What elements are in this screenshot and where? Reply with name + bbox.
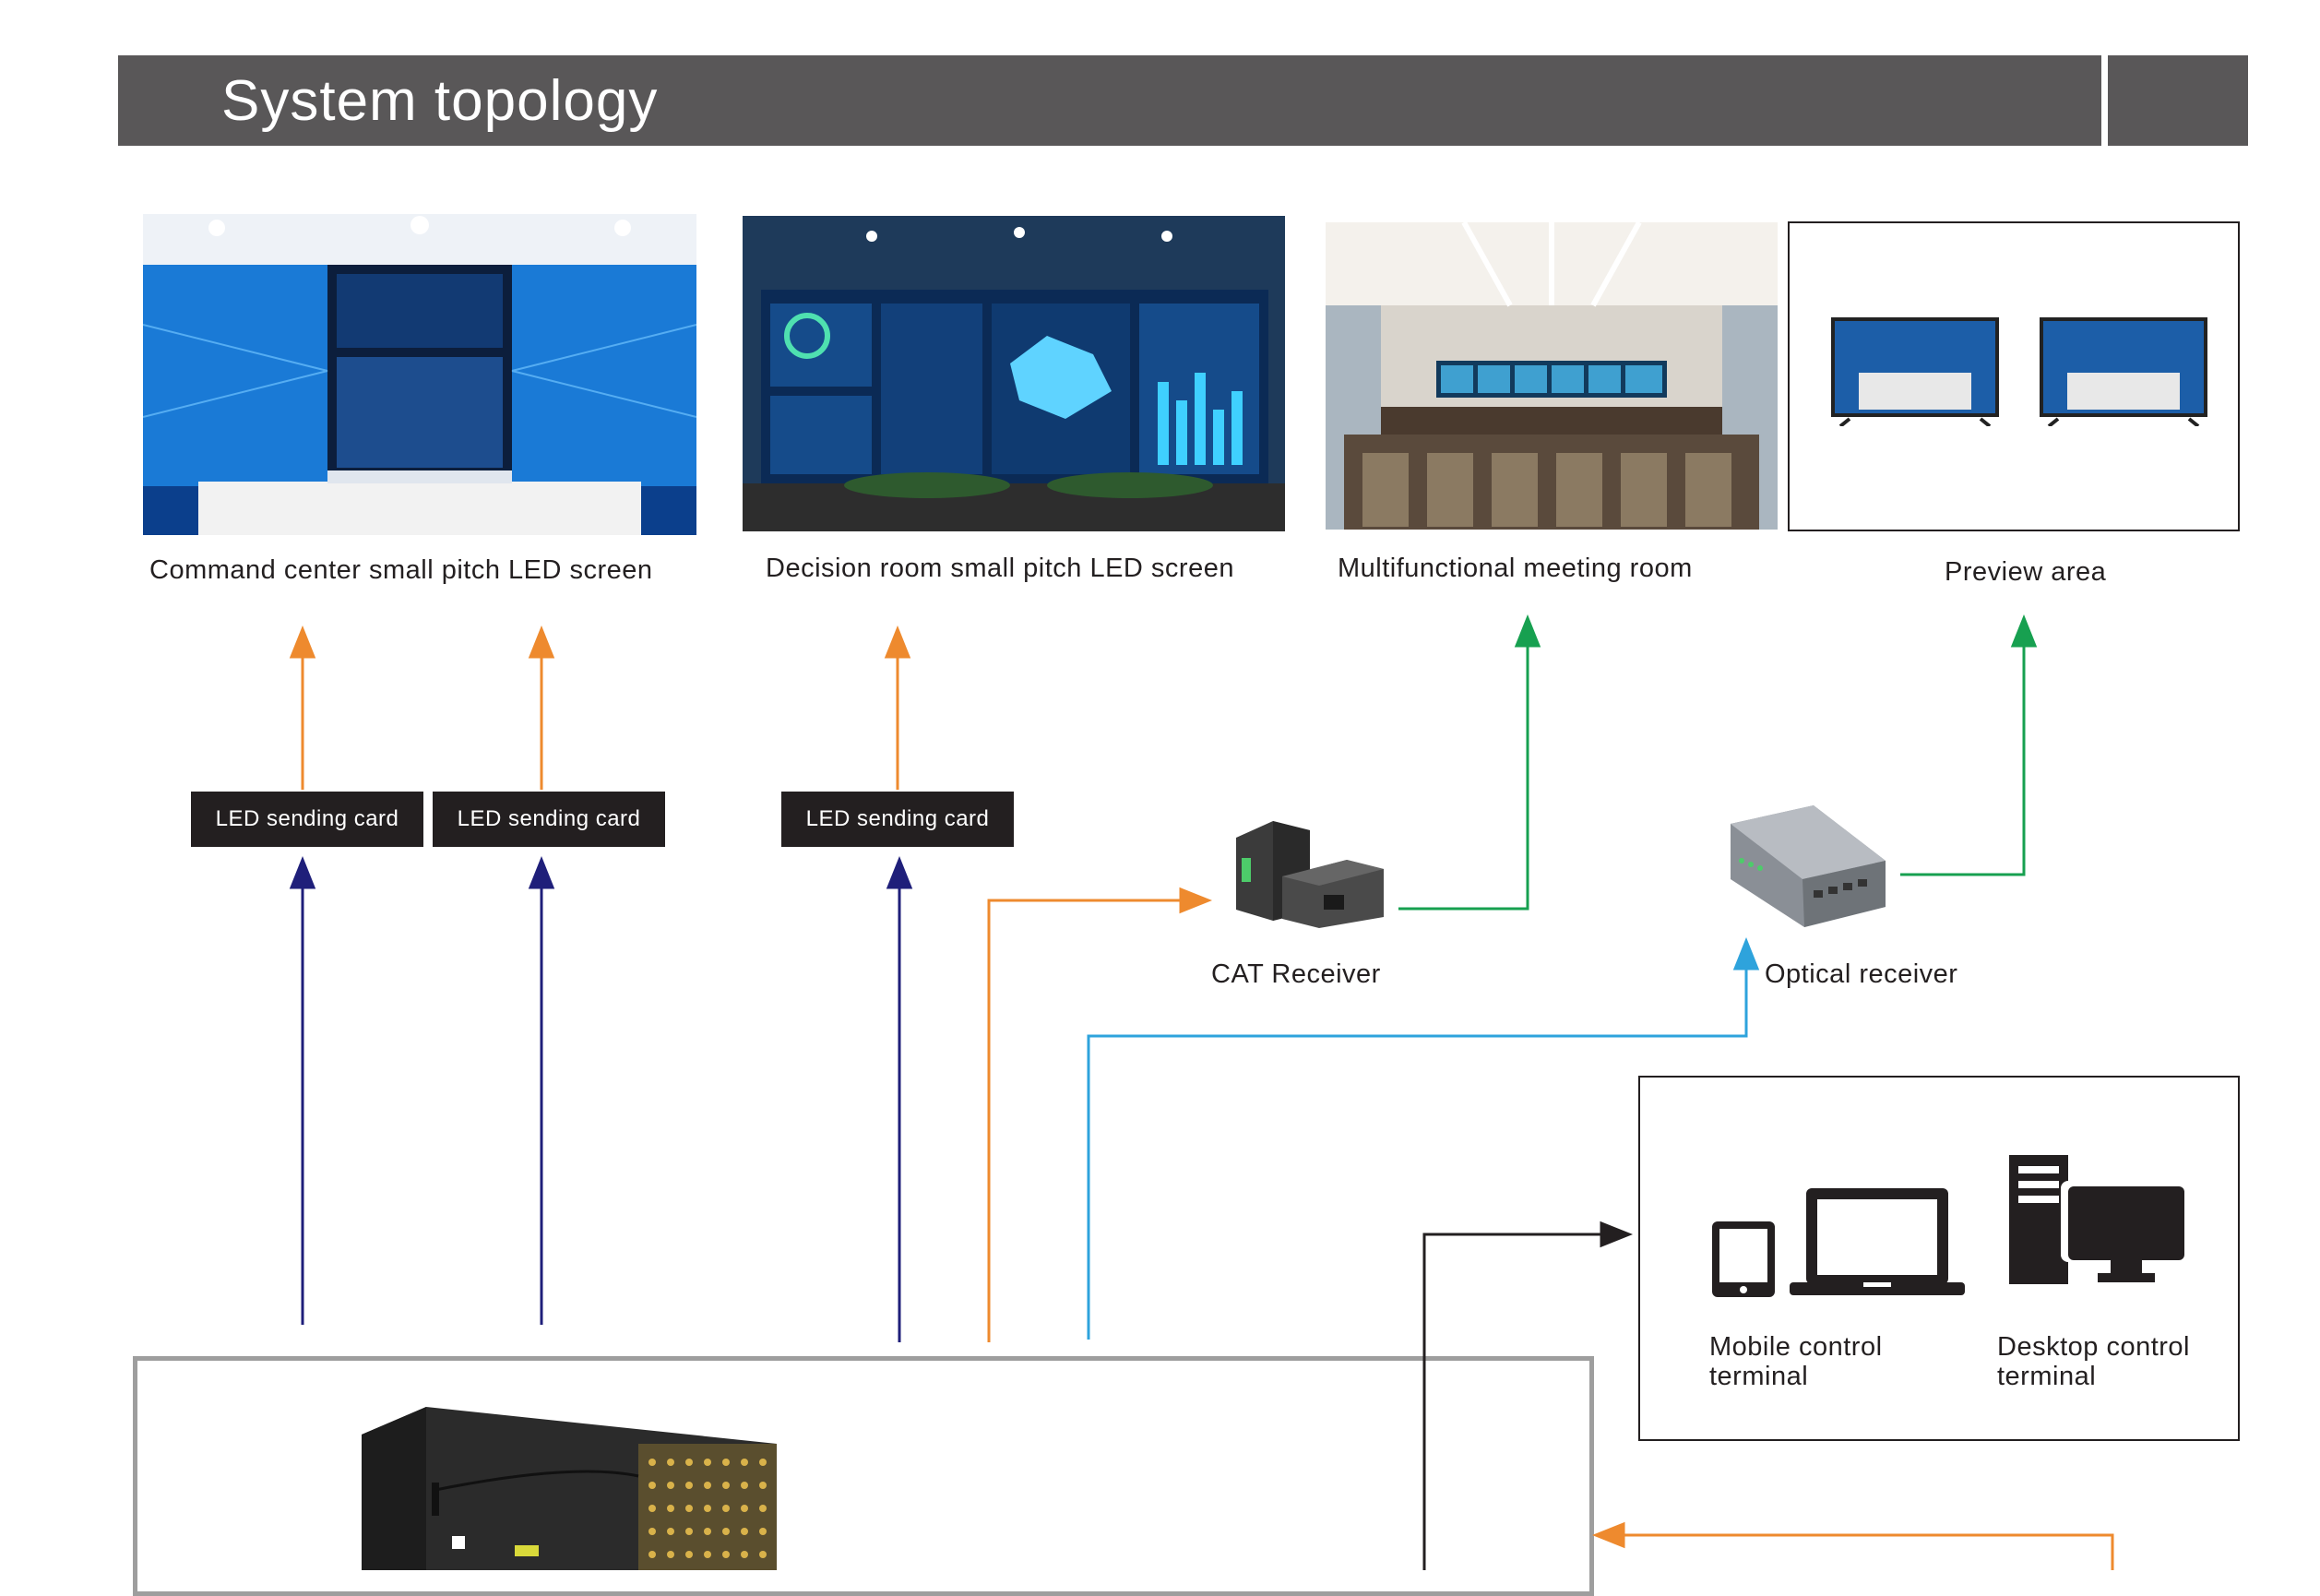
preview-area-box [1788,221,2240,531]
blue-matrix-to-optical-arrow [1087,936,1760,1340]
title-bar [118,55,2242,146]
navy-matrix-to-card-arrows [289,855,913,1342]
orange-terminal-to-matrix-arrow [1591,1521,2114,1570]
green-optical-to-preview-arrow [1900,613,2038,876]
preview-monitor-right [2040,317,2207,426]
control-terminal-box [1638,1076,2240,1441]
preview-monitor-left [1831,317,1999,426]
meeting-room-photo [1326,222,1778,530]
preview-area-caption: Preview area [1945,557,2107,587]
black-matrix-to-terminal-arrow [1422,1221,1634,1570]
led-sending-card-2: LED sending card [433,792,665,847]
command-center-caption: Command center small pitch LED screen [149,555,653,585]
orange-matrix-to-cat-arrow [987,887,1213,1342]
decision-room-caption: Decision room small pitch LED screen [766,554,1234,583]
led-sending-card-3: LED sending card [781,792,1014,847]
mobile-terminal-label: Mobile control terminal [1709,1332,1883,1391]
optical-receiver-label: Optical receiver [1765,959,1958,989]
decision-room-photo [743,216,1285,531]
desktop-terminal-label: Desktop control terminal [1997,1332,2190,1391]
orange-card-to-screen-arrows [289,625,911,790]
meeting-room-caption: Multifunctional meeting room [1338,554,1693,583]
cat-receiver-device [1236,821,1384,928]
cat-receiver-label: CAT Receiver [1211,959,1381,989]
title-bar-tab [2101,55,2248,146]
led-sending-card-1: LED sending card [191,792,423,847]
optical-receiver-device [1731,805,1886,927]
page-title: System topology [221,69,659,133]
green-cat-to-meeting-arrow [1398,613,1541,911]
command-center-photo [143,214,696,535]
matrix-switcher-device [362,1407,777,1570]
